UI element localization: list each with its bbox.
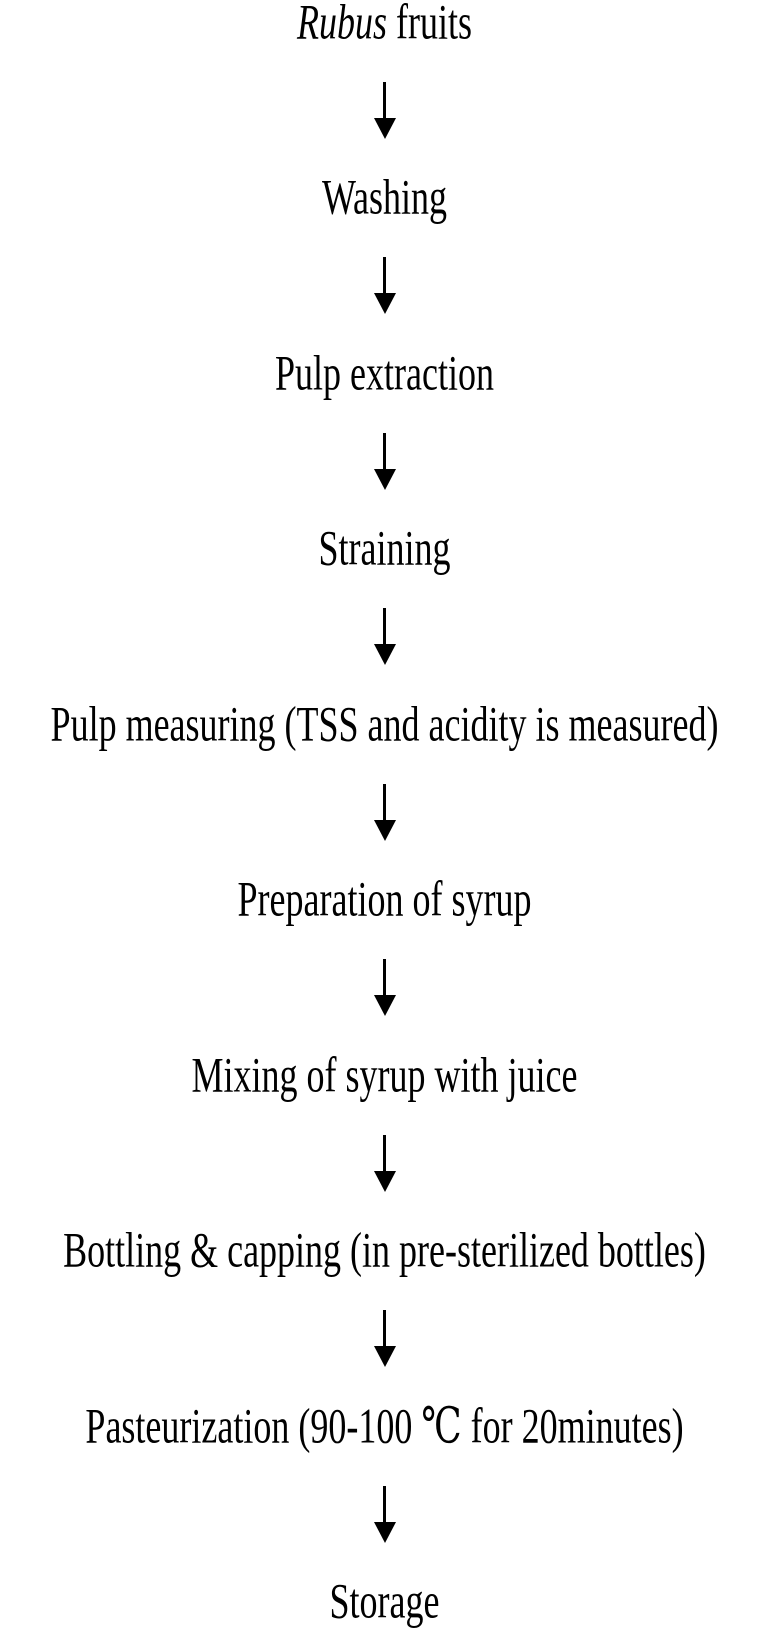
flow-step-bottling-capping: Bottling & capping (in pre-sterilized bo…	[63, 1223, 706, 1280]
step-label: Pasteurization (90-100 ℃ for 20minutes)	[85, 1398, 684, 1454]
arrow-head	[373, 644, 396, 666]
down-arrow-icon	[373, 432, 396, 490]
arrow-head	[373, 995, 396, 1017]
down-arrow-icon	[373, 1134, 396, 1192]
down-arrow-icon	[373, 257, 396, 315]
down-arrow-icon	[373, 1485, 396, 1543]
step-label: Bottling & capping (in pre-sterilized bo…	[63, 1222, 706, 1278]
arrow-stem	[383, 81, 386, 118]
arrow-stem	[383, 432, 386, 469]
arrow-head	[373, 1170, 396, 1192]
arrow-head	[373, 117, 396, 139]
arrow-stem	[383, 257, 386, 294]
flow-step-straining: Straining	[319, 521, 451, 578]
arrow-head	[373, 819, 396, 841]
down-arrow-icon	[373, 1310, 396, 1368]
arrow-stem	[383, 608, 386, 645]
flow-step-pasteurization: Pasteurization (90-100 ℃ for 20minutes)	[85, 1398, 683, 1455]
down-arrow-icon	[373, 959, 396, 1017]
step-label: Washing	[321, 169, 448, 225]
arrow-stem	[383, 959, 386, 996]
arrow-stem	[383, 1485, 386, 1522]
arrow-head	[373, 1346, 396, 1368]
step-label: fruits	[387, 0, 472, 50]
arrow-stem	[383, 783, 386, 820]
step-label: Pulp measuring (TSS and acidity is measu…	[50, 696, 719, 752]
down-arrow-icon	[373, 608, 396, 666]
flow-step-rubus-fruits: Rubus fruits	[297, 0, 472, 51]
flow-step-pulp-measuring: Pulp measuring (TSS and acidity is measu…	[51, 696, 719, 753]
step-label: Straining	[318, 520, 451, 576]
flow-step-pulp-extraction: Pulp extraction	[275, 345, 494, 402]
arrow-head	[373, 293, 396, 315]
step-label: Preparation of syrup	[237, 871, 532, 927]
down-arrow-icon	[373, 81, 396, 139]
step-label: Pulp extraction	[275, 345, 494, 401]
step-label: Mixing of syrup with juice	[191, 1047, 578, 1103]
flow-step-mixing-syrup-juice: Mixing of syrup with juice	[192, 1047, 578, 1104]
flow-step-washing: Washing	[322, 170, 447, 227]
arrow-head	[373, 1521, 396, 1543]
down-arrow-icon	[373, 783, 396, 841]
step-label-italic: Rubus	[297, 0, 387, 50]
arrow-stem	[383, 1310, 386, 1347]
step-label: Storage	[329, 1573, 440, 1629]
flow-step-preparation-of-syrup: Preparation of syrup	[238, 872, 532, 929]
arrow-head	[373, 468, 396, 490]
arrow-stem	[383, 1134, 386, 1171]
flow-step-storage: Storage	[330, 1573, 440, 1630]
